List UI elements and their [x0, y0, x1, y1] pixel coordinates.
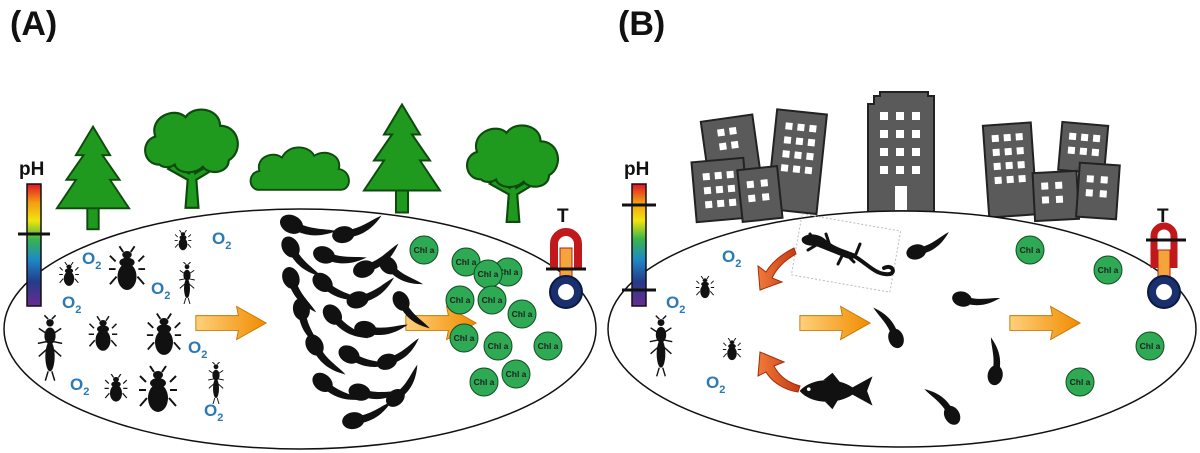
svg-text:Chl a: Chl a — [478, 269, 499, 279]
svg-text:T: T — [557, 206, 569, 227]
thermometer-icon: T — [546, 206, 586, 309]
chlorophyll-cells: Chl a Chl a Chl a Chl a Chl a Chl a Chl … — [409, 235, 563, 397]
chl-cell: Chl a — [477, 285, 507, 315]
pond-ellipse — [607, 210, 1197, 448]
oxygen-label: O2 — [706, 373, 725, 396]
building-icon — [867, 91, 935, 219]
chl-cell: Chl a — [409, 235, 439, 265]
chl-cell: Chl a — [469, 367, 499, 397]
thermometer-icon: T — [1146, 206, 1186, 309]
building-icon — [765, 108, 828, 216]
broadleaf-tree-icon — [144, 108, 239, 209]
svg-text:T: T — [1157, 206, 1169, 227]
oxygen-label: O2 — [62, 293, 81, 316]
predation-arrow-icon — [757, 351, 801, 393]
conifer-tree-icon — [362, 103, 442, 214]
oxygen-label: O2 — [70, 375, 89, 398]
oxygen-label: O2 — [722, 247, 741, 270]
oxygen-label: O2 — [151, 279, 170, 302]
ph-gradient-bar — [631, 183, 647, 307]
svg-text:Chl a: Chl a — [498, 267, 519, 277]
panel-b: (B) — [607, 5, 1197, 448]
chl-cell: Chl a — [449, 323, 479, 353]
building-icon — [1075, 161, 1121, 221]
panel-a: (A) pH — [3, 5, 597, 450]
svg-text:Chl a: Chl a — [506, 369, 527, 379]
oxygen-labels: O2 O2 O2 — [666, 247, 741, 396]
svg-text:Chl a: Chl a — [512, 309, 533, 319]
svg-text:Chl a: Chl a — [488, 341, 509, 351]
city-skyline — [690, 91, 1121, 224]
oxygen-label: O2 — [188, 338, 207, 361]
svg-text:Chl a: Chl a — [482, 295, 503, 305]
chl-cell: Chl a — [1093, 255, 1123, 285]
oxygen-labels: O2 O2 O2 O2 O2 O2 O2 — [62, 229, 231, 424]
oxygen-label: O2 — [212, 229, 231, 252]
svg-text:Chl a: Chl a — [538, 341, 559, 351]
ph-label: pH — [624, 159, 649, 180]
svg-text:Chl a: Chl a — [454, 333, 475, 343]
oxygen-label: O2 — [666, 293, 685, 316]
pond-ellipse — [3, 208, 597, 450]
chl-cell: Chl a — [473, 259, 503, 289]
shrub-icon — [249, 146, 350, 191]
svg-text:Chl a: Chl a — [1020, 245, 1041, 255]
svg-text:Chl a: Chl a — [414, 245, 435, 255]
conifer-tree-icon — [55, 125, 131, 231]
chl-cell: Chl a — [507, 299, 537, 329]
building-icon — [981, 121, 1039, 219]
svg-text:Chl a: Chl a — [1098, 265, 1119, 275]
ph-scale: pH — [622, 159, 656, 307]
chl-cell: Chl a — [1015, 235, 1045, 265]
oxygen-label: O2 — [204, 401, 223, 424]
chl-cell: Chl a — [1135, 331, 1165, 361]
svg-text:Chl a: Chl a — [456, 257, 477, 267]
oxygen-label: O2 — [82, 249, 101, 272]
chl-cell: Chl a — [501, 359, 531, 389]
salamander-frame — [790, 213, 902, 293]
ph-scale: pH — [18, 159, 50, 307]
building-icon — [736, 164, 784, 224]
panel-a-label: (A) — [10, 5, 57, 43]
chl-cell: Chl a — [445, 285, 475, 315]
ph-label: pH — [19, 159, 44, 180]
svg-text:Chl a: Chl a — [1070, 377, 1091, 387]
svg-text:Chl a: Chl a — [474, 377, 495, 387]
panel-b-label: (B) — [618, 5, 665, 43]
svg-text:Chl a: Chl a — [450, 295, 471, 305]
chl-cell: Chl a — [533, 331, 563, 361]
chl-cell: Chl a — [1065, 367, 1095, 397]
broadleaf-tree-icon — [465, 124, 560, 223]
ph-gradient-bar — [26, 183, 42, 307]
chl-cell: Chl a — [483, 331, 513, 361]
chlorophyll-cells: Chl a Chl a Chl a Chl a — [1015, 235, 1165, 397]
building-icon — [1031, 169, 1081, 223]
predation-arrow-icon — [757, 247, 797, 291]
svg-text:Chl a: Chl a — [1140, 341, 1161, 351]
